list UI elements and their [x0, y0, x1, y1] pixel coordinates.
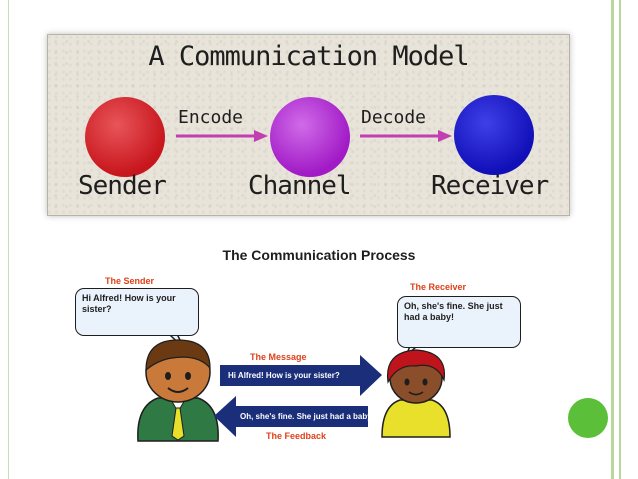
receiver-person-icon — [381, 349, 451, 438]
sender-speech-bubble: Hi Alfred! How is your sister? — [75, 288, 199, 336]
feedback-arrowhead — [214, 396, 236, 437]
receiver-speech-bubble: Oh, she's fine. She just had a baby! — [397, 296, 521, 348]
slide-border-right-outer — [611, 0, 614, 479]
model-title: A Communication Model — [148, 41, 469, 72]
slide-border-left — [8, 0, 9, 479]
message-label: The Message — [250, 352, 307, 362]
decode-arrow — [360, 130, 452, 142]
process-title: The Communication Process — [222, 247, 416, 263]
encode-label: Encode — [178, 107, 244, 128]
channel-label: Channel — [248, 171, 352, 201]
decode-label: Decode — [361, 107, 427, 128]
sender-person-icon — [137, 339, 219, 442]
message-arrowhead — [360, 355, 382, 396]
message-stripe: Hi Alfred! How is your sister? — [220, 365, 360, 386]
feedback-stripe: Oh, she's fine. She just had a baby! — [236, 406, 374, 427]
feedback-label: The Feedback — [266, 431, 327, 441]
receiver-role-label: The Receiver — [410, 282, 467, 292]
sender-label: Sender — [78, 171, 167, 201]
channel-node — [270, 97, 350, 177]
sender-node — [85, 97, 165, 177]
encode-arrow — [176, 130, 268, 142]
receiver-node — [454, 95, 534, 175]
sender-role-label: The Sender — [105, 276, 155, 286]
slide-border-right-inner — [619, 0, 621, 479]
communication-model-panel: A Communication Model Encode Decode Send… — [47, 34, 570, 216]
receiver-label: Receiver — [431, 171, 549, 201]
decorative-green-dot — [568, 398, 608, 438]
